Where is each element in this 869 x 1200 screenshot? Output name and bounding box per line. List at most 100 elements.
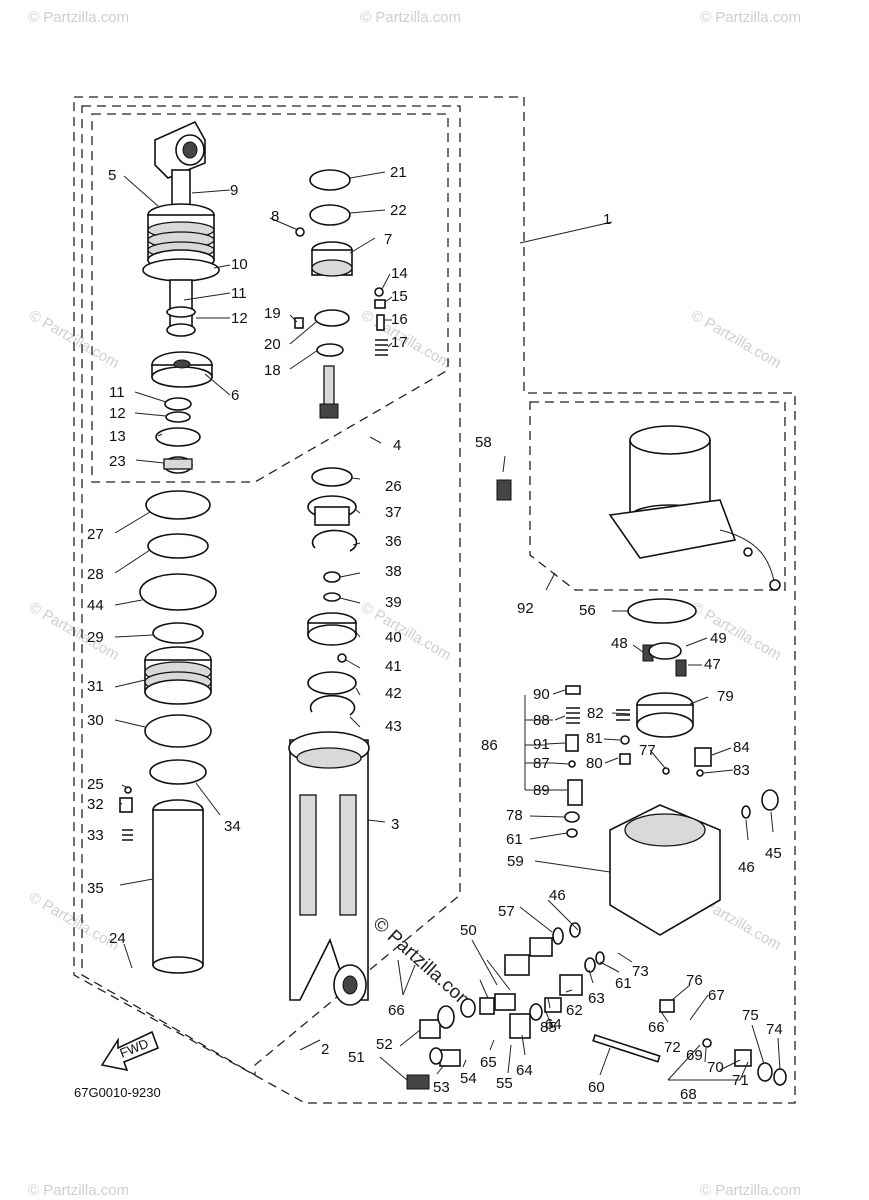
callout-77: 77 (639, 742, 656, 759)
piston-assembly (151, 351, 213, 474)
watermark: © Partzilla.com (360, 9, 461, 26)
cylinder-stack (119, 490, 217, 974)
callout-55: 55 (496, 1075, 513, 1092)
tilt-rod-assembly (142, 120, 220, 337)
callout-20: 20 (264, 336, 281, 353)
callout-12: 12 (109, 405, 126, 422)
callout-91: 91 (533, 736, 550, 753)
callout-90: 90 (533, 686, 550, 703)
callout-45: 45 (765, 845, 782, 862)
watermark: © Partzilla.com (700, 9, 801, 26)
callout-63: 63 (588, 990, 605, 1007)
callout-28: 28 (87, 566, 104, 583)
callout-66: 66 (648, 1019, 665, 1036)
callout-78: 78 (506, 807, 523, 824)
callout-11: 11 (231, 285, 247, 302)
pump-assembly (609, 598, 779, 936)
callout-22: 22 (390, 202, 407, 219)
callout-40: 40 (385, 629, 402, 646)
callout-17: 17 (391, 334, 408, 351)
callout-10: 10 (231, 256, 248, 273)
callout-76: 76 (686, 972, 703, 989)
motor-92-outline (529, 401, 786, 591)
callout-13: 13 (109, 428, 126, 445)
callout-64: 64 (545, 1016, 562, 1033)
callout-84: 84 (733, 739, 750, 756)
callout-92: 92 (517, 600, 534, 617)
callout-16: 16 (391, 311, 408, 328)
callout-19: 19 (264, 305, 281, 322)
callout-67: 67 (708, 987, 725, 1004)
leader-lines (114, 171, 781, 1081)
callout-85: 85 (540, 1019, 557, 1036)
callout-8: 8 (271, 208, 279, 225)
callout-30: 30 (87, 712, 104, 729)
callout-71: 71 (732, 1072, 749, 1089)
assembly-4-outline (91, 113, 449, 483)
callout-42: 42 (385, 685, 402, 702)
callout-50: 50 (460, 922, 477, 939)
callout-56: 56 (579, 602, 596, 619)
callout-46: 46 (549, 887, 566, 904)
callout-14: 14 (391, 265, 408, 282)
callout-47: 47 (704, 656, 721, 673)
callout-23: 23 (109, 453, 126, 470)
callout-44: 44 (87, 597, 104, 614)
callout-39: 39 (385, 594, 402, 611)
parts-layer: FWD (100, 120, 787, 1090)
cylinder-body (288, 731, 370, 1006)
callout-9: 9 (230, 182, 238, 199)
callout-60: 60 (588, 1079, 605, 1096)
callout-33: 33 (87, 827, 104, 844)
callout-26: 26 (385, 478, 402, 495)
callout-75: 75 (742, 1007, 759, 1024)
callout-52: 52 (376, 1036, 393, 1053)
callout-46: 46 (738, 859, 755, 876)
callout-31: 31 (87, 678, 104, 695)
callout-61: 61 (615, 975, 632, 992)
callout-34: 34 (224, 818, 241, 835)
watermark: © Partzilla.com (700, 1182, 801, 1199)
forward-arrow-icon: FWD (100, 1030, 160, 1072)
callout-2: 2 (321, 1041, 329, 1058)
callout-68: 68 (680, 1086, 697, 1103)
watermark: © Partzilla.com (358, 599, 454, 664)
callout-36: 36 (385, 533, 402, 550)
callout-61: 61 (506, 831, 523, 848)
callout-83: 83 (733, 762, 750, 779)
callout-53: 53 (433, 1079, 450, 1096)
assembly-2-outline (81, 105, 461, 1077)
callout-38: 38 (385, 563, 402, 580)
callout-86: 86 (481, 737, 498, 754)
valve-parts (294, 169, 388, 419)
watermark: © Partzilla.com (688, 307, 784, 372)
callout-15: 15 (391, 288, 408, 305)
callout-29: 29 (87, 629, 104, 646)
callout-labels: 1 2 3 4 5 6 7 8 9 10 11 12 11 12 13 14 1… (87, 164, 783, 1103)
callout-32: 32 (87, 796, 104, 813)
watermark: © Partzilla.com (28, 1182, 129, 1199)
callout-64: 64 (516, 1062, 533, 1079)
callout-79: 79 (717, 688, 734, 705)
assembly-1-outline (73, 96, 796, 1104)
callout-4: 4 (393, 437, 401, 454)
callout-73: 73 (632, 963, 649, 980)
callout-54: 54 (460, 1070, 477, 1087)
callout-69: 69 (686, 1047, 703, 1064)
watermark: © Partzilla.com (28, 9, 129, 26)
callout-24: 24 (109, 930, 126, 947)
callout-72: 72 (664, 1039, 681, 1056)
callout-51: 51 (348, 1049, 365, 1066)
callout-41: 41 (385, 658, 402, 675)
callout-74: 74 (766, 1021, 783, 1038)
callout-43: 43 (385, 718, 402, 735)
callout-58: 58 (475, 434, 492, 451)
callout-62: 62 (566, 1002, 583, 1019)
callout-88: 88 (533, 712, 550, 729)
callout-66: 66 (388, 1002, 405, 1019)
callout-65: 65 (480, 1054, 497, 1071)
callout-18: 18 (264, 362, 281, 379)
callout-89: 89 (533, 782, 550, 799)
diagram-code: 67G0010-9230 (74, 1085, 161, 1100)
